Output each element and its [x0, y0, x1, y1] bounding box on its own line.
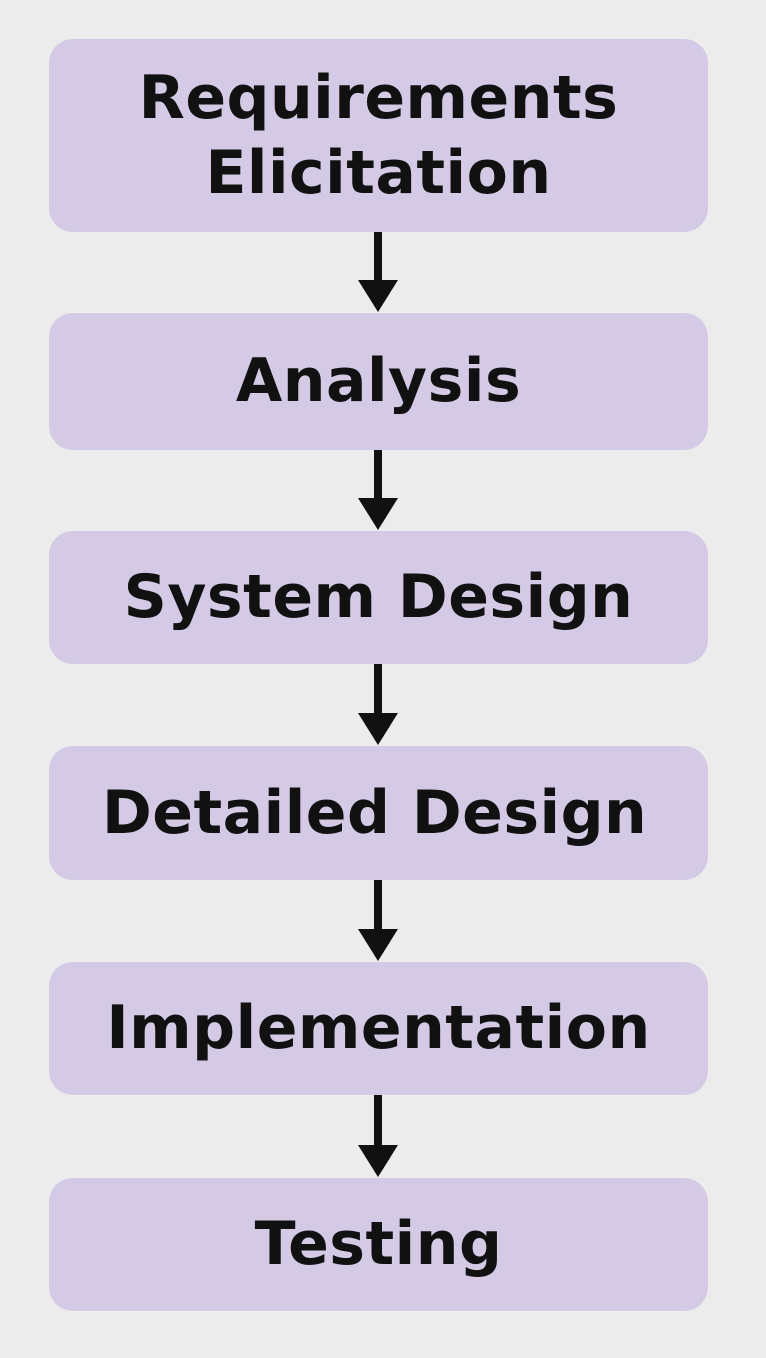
step-label: Detailed Design	[102, 777, 648, 848]
arrow-down-icon	[350, 232, 406, 313]
step-label: Implementation	[106, 993, 651, 1063]
step-label: System Design	[123, 562, 634, 632]
step-system-design: System Design	[49, 531, 708, 664]
step-requirements-elicitation: Requirements Elicitation	[49, 39, 708, 232]
step-detailed-design: Detailed Design	[49, 746, 708, 880]
arrow-down-icon	[350, 880, 406, 962]
step-implementation: Implementation	[49, 962, 708, 1095]
step-testing: Testing	[49, 1178, 708, 1311]
arrow-down-icon	[350, 1095, 406, 1178]
step-label: Testing	[254, 1209, 503, 1279]
step-label: Requirements Elicitation	[138, 62, 619, 208]
step-label: Analysis	[235, 346, 522, 416]
arrow-down-icon	[350, 450, 406, 531]
step-analysis: Analysis	[49, 313, 708, 450]
arrow-down-icon	[350, 664, 406, 746]
